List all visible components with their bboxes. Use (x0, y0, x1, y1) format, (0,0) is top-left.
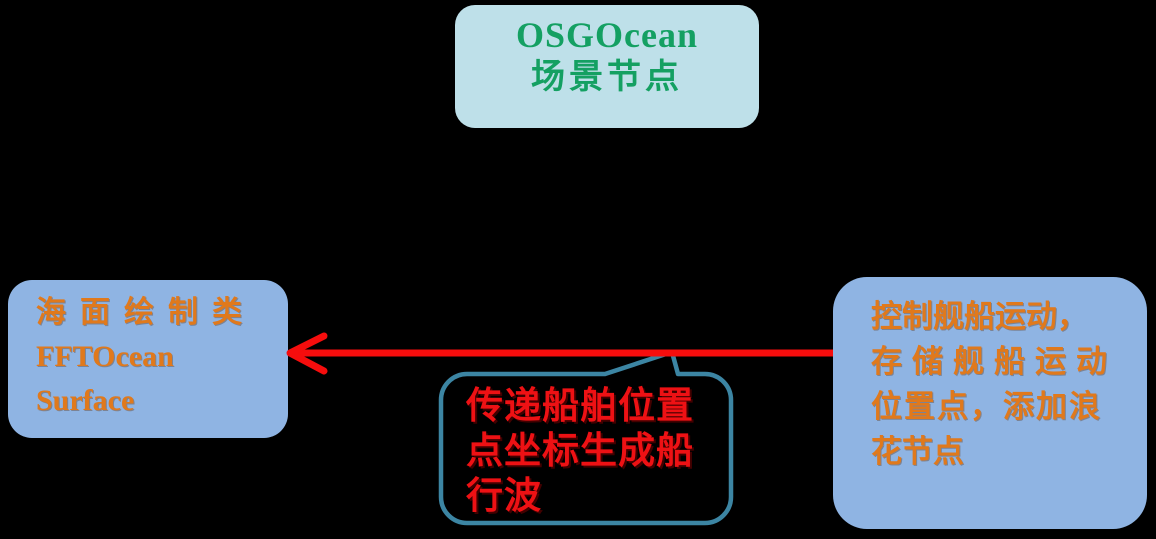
ocean-surface-label-en1: FFTOcean (36, 340, 174, 373)
osgocean-node-subtitle: 场景节点 (531, 59, 683, 96)
ocean-surface-label-cn: 海面绘制类 (36, 296, 256, 329)
ship-control-line4: 花节点 (871, 434, 964, 469)
callout-line2: 点坐标生成船 (466, 431, 694, 472)
callout-line1: 传递船舶位置 (466, 386, 694, 427)
osgocean-scene-node: OSGOcean 场景节点 (455, 5, 759, 128)
ship-control-node: 控制舰船运动， 存储舰船运动 位置点，添加浪 花节点 (833, 277, 1147, 529)
ocean-surface-class-node: 海面绘制类 FFTOcean Surface (8, 280, 288, 438)
callout-bubble-shape (438, 349, 734, 526)
osgocean-node-title: OSGOcean (515, 15, 698, 55)
ocean-surface-label-en2: Surface (36, 384, 135, 417)
callout-bubble: 传递船舶位置 点坐标生成船 行波 (466, 384, 694, 519)
callout-line3: 行波 (466, 476, 542, 517)
ship-control-line1: 控制舰船运动， (871, 299, 1088, 334)
ship-control-line2: 存储舰船运动 (871, 344, 1117, 379)
ship-control-line3: 位置点，添加浪 (871, 389, 1102, 424)
flow-arrow-head-icon (286, 332, 328, 375)
